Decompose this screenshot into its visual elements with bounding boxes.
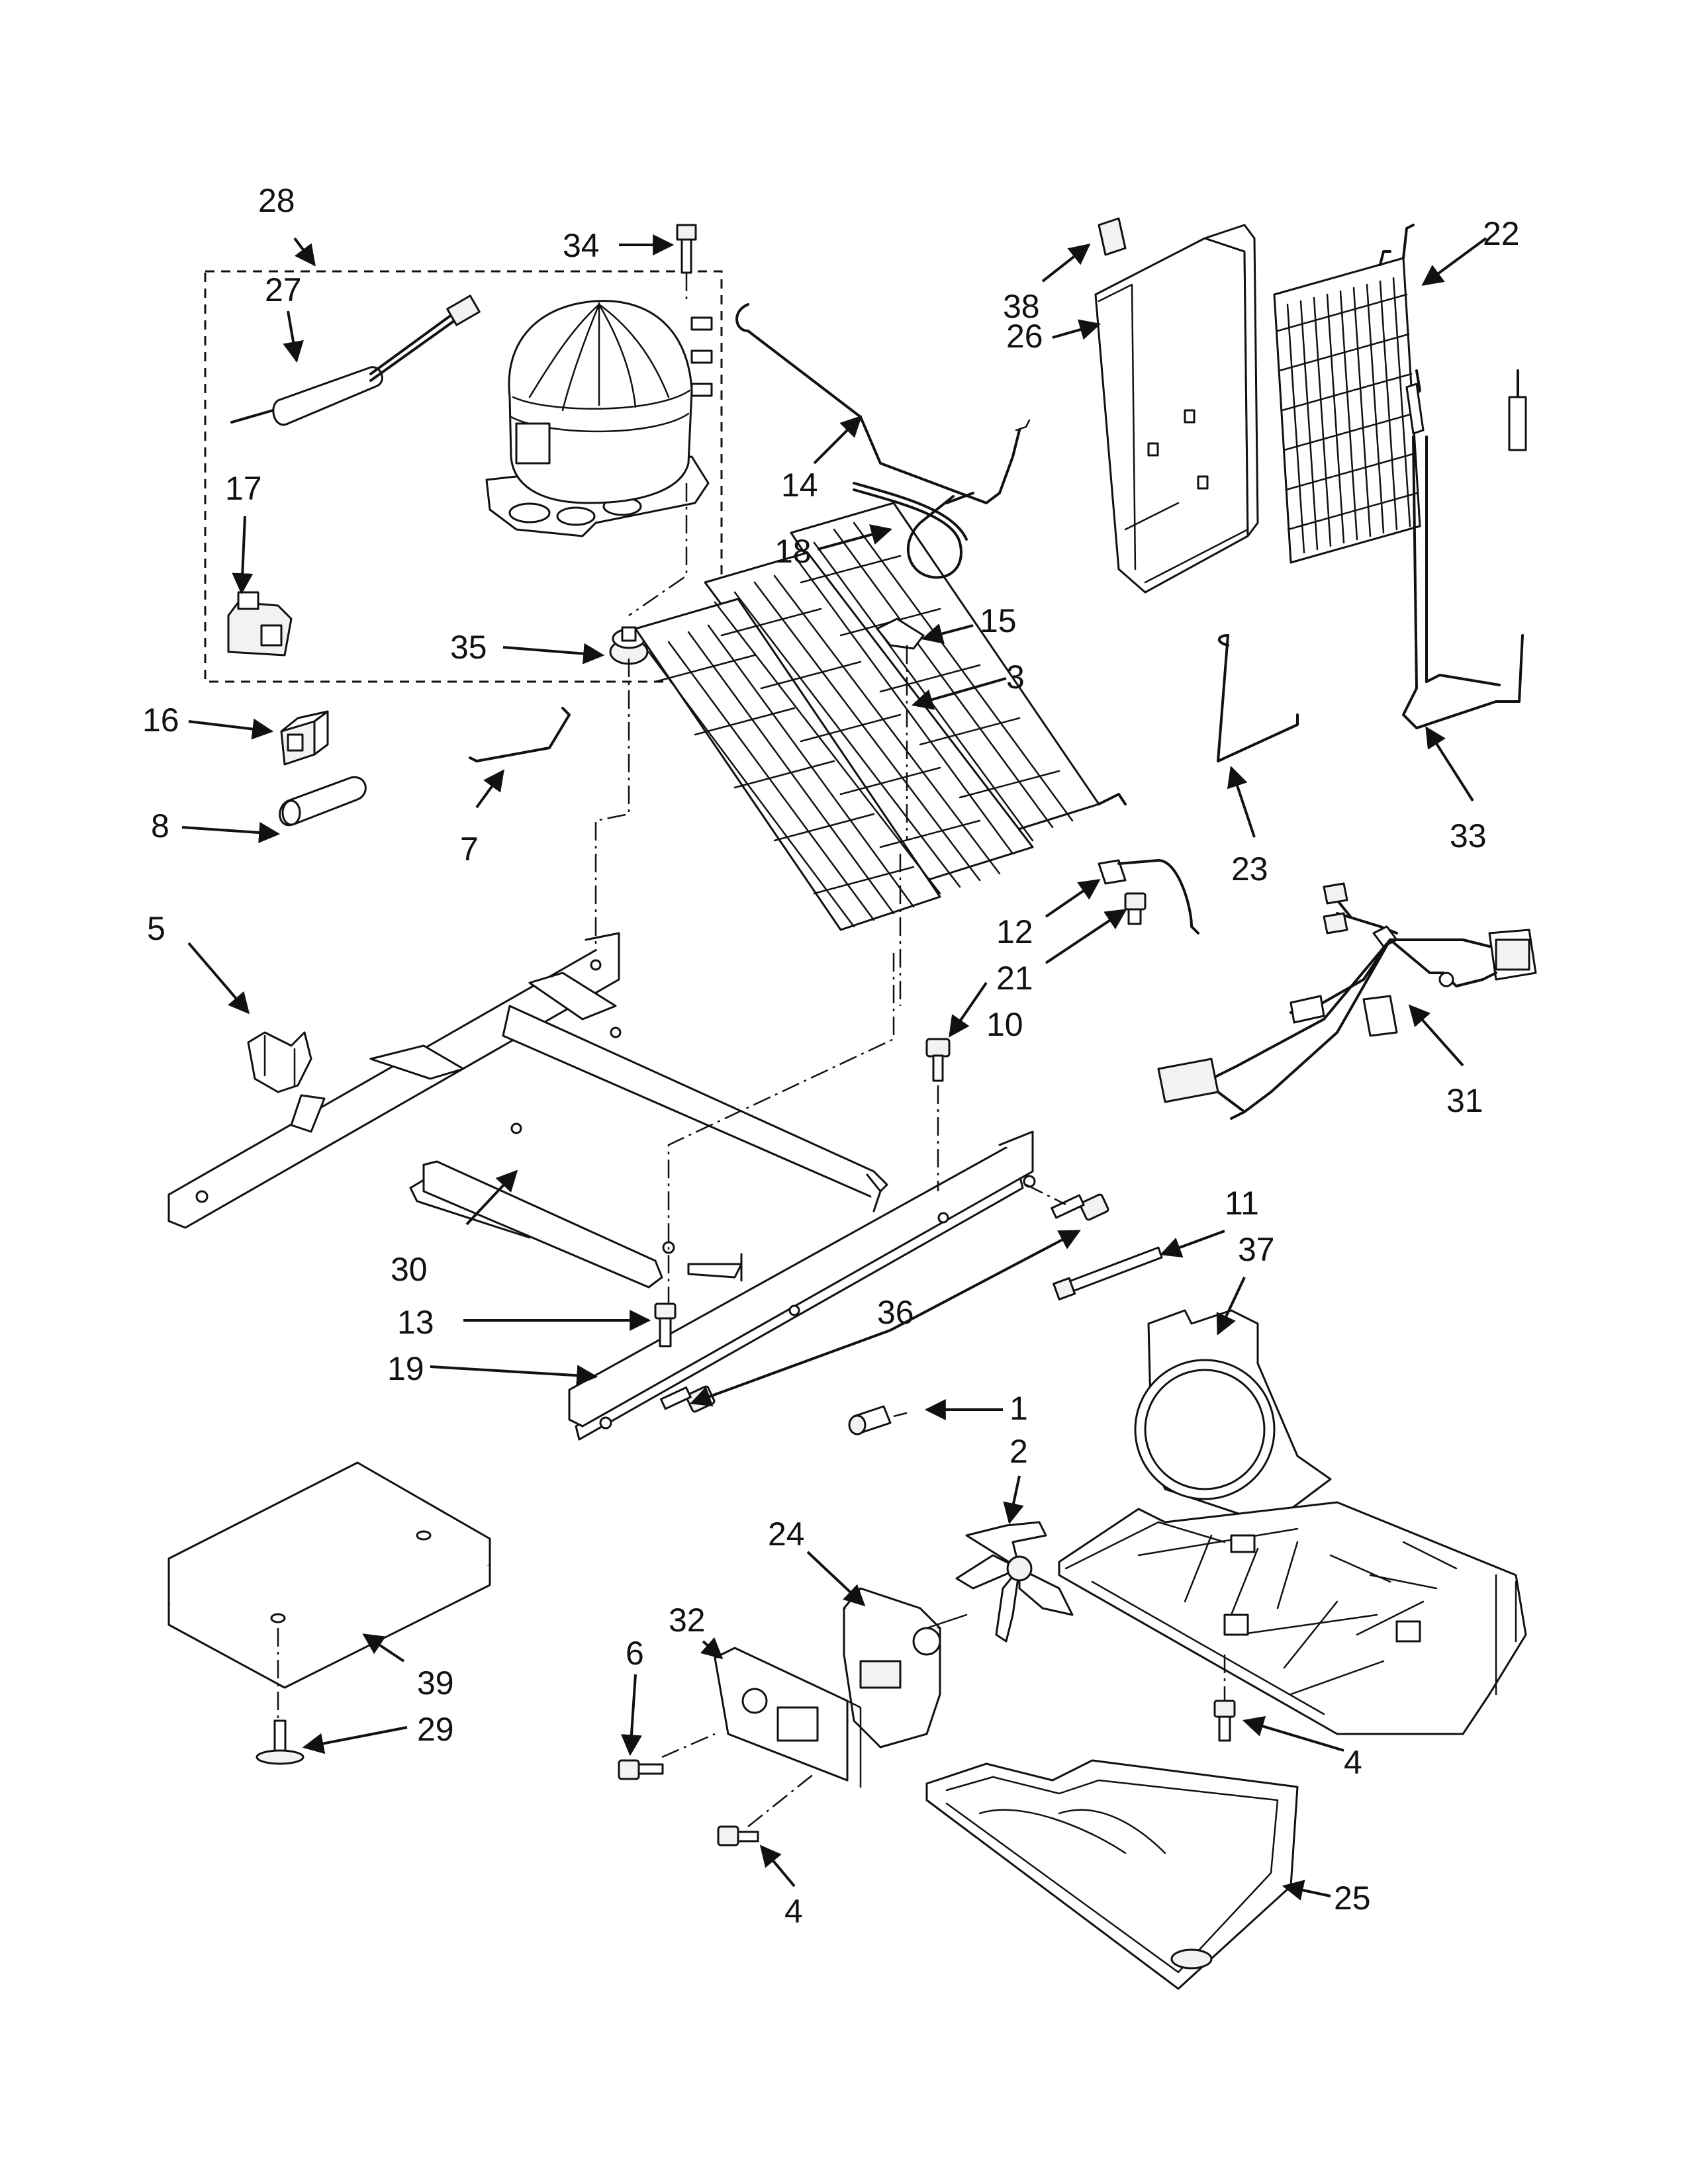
callout-21: 21 [996,960,1033,997]
evaporator-clip [876,617,925,650]
screw-10 [925,1038,951,1082]
condenser [1273,224,1421,564]
callout-5: 5 [147,910,165,947]
callout-31: 31 [1446,1082,1483,1119]
fan-shroud-base [1058,1309,1527,1735]
callout-3: 3 [1006,659,1025,696]
callout-38: 38 [1003,288,1040,325]
callout-numbers: 28 34 27 17 35 16 8 7 5 30 13 19 36 14 1… [142,182,1520,1930]
callout-28: 28 [258,182,295,219]
overload-protector [280,710,329,766]
callout-35: 35 [450,629,487,666]
callout-12: 12 [996,913,1033,950]
callout-39: 39 [417,1664,454,1702]
capillary-tube [1402,369,1527,729]
callout-4-lower: 4 [784,1893,803,1930]
callout-36: 36 [877,1294,914,1331]
compressor-pad [167,1461,491,1689]
callout-26: 26 [1006,318,1043,355]
suction-tube [735,303,1021,504]
base-frame-rails [167,932,888,1289]
callout-14: 14 [781,467,818,504]
start-relay [227,591,293,657]
callout-27: 27 [265,271,302,308]
callout-37: 37 [1238,1231,1275,1268]
condenser-fan-motor [843,1587,968,1749]
cover-clip [1098,217,1127,256]
screw-13 [654,1302,677,1347]
tie-strap [1053,1246,1163,1300]
bracket-screw [618,1759,664,1780]
callout-7: 7 [460,831,479,868]
motor-bracket [714,1647,862,1788]
screw-21 [1124,892,1147,925]
screw-36-lower [659,1385,716,1413]
motor-screw [717,1825,759,1846]
drain-pan [925,1759,1299,1990]
callout-24: 24 [768,1516,805,1553]
callout-13: 13 [397,1304,434,1341]
base-screw [1213,1700,1236,1742]
callout-15: 15 [980,602,1017,639]
callout-16: 16 [142,702,179,739]
callout-19: 19 [387,1350,424,1387]
wire-harness [1157,882,1537,1120]
callout-11: 11 [1225,1185,1259,1222]
callout-10: 10 [986,1006,1023,1043]
callout-6: 6 [626,1635,644,1672]
drain-loop [853,482,974,579]
wire-clip [469,707,571,762]
callout-4-right: 4 [1344,1744,1362,1781]
callout-8: 8 [151,807,169,844]
compressor-assembly-group-box [204,270,723,683]
drain-heater-clip [1098,859,1199,934]
callout-2: 2 [1009,1433,1028,1470]
front-rail [568,1130,1036,1441]
callout-23: 23 [1231,850,1268,887]
callout-34: 34 [563,227,600,264]
callout-32: 32 [669,1602,706,1639]
callout-33: 33 [1450,817,1487,854]
fan-bushing [848,1405,892,1435]
callout-30: 30 [391,1251,428,1288]
cord-cover [279,776,367,827]
evaporator-coil [634,502,1127,931]
compressor-mount-foot [256,1719,305,1765]
callout-1: 1 [1009,1390,1028,1427]
callout-17: 17 [225,470,262,507]
compressor-mount-bolt [676,224,697,274]
callout-25: 25 [1334,1880,1371,1917]
filter-drier [230,295,481,426]
callout-leaders [181,234,1487,1901]
evaporator-cover [1094,224,1259,594]
callout-22: 22 [1483,215,1520,252]
compressor [485,300,713,537]
callout-29: 29 [417,1711,454,1748]
wire-hanger [1217,634,1299,762]
fan-blade [955,1521,1074,1643]
callout-18: 18 [774,533,812,570]
screw-36-upper [1051,1193,1109,1221]
rail-bracket [247,1031,326,1133]
